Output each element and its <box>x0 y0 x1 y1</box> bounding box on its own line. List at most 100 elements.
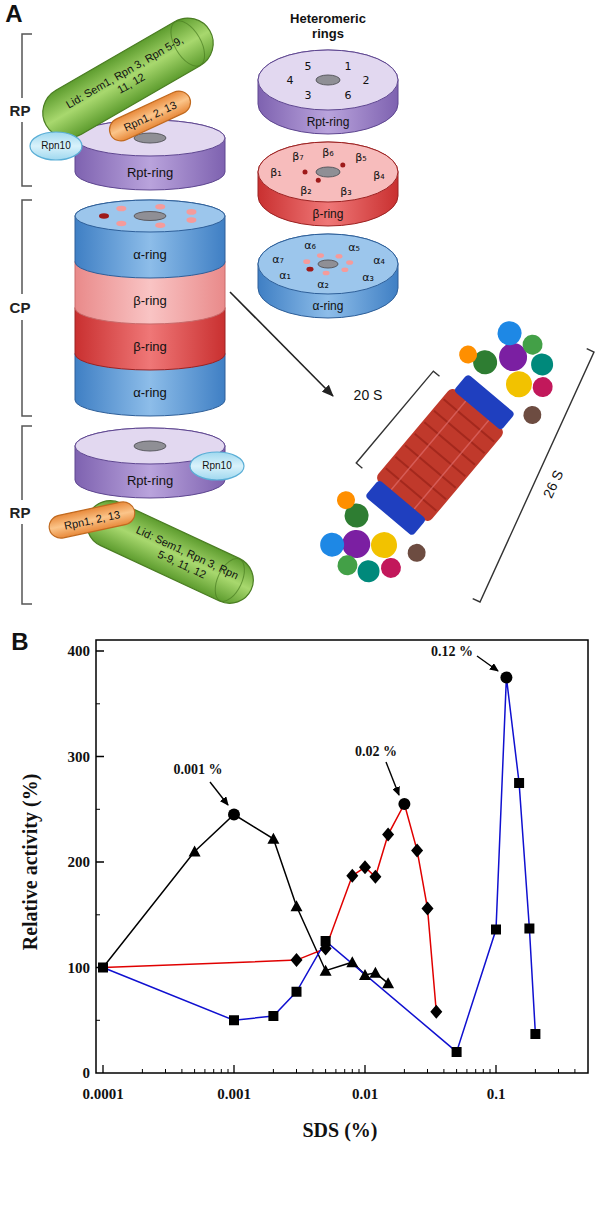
ring-side <box>258 50 398 134</box>
figure-label: β₂ <box>300 184 311 197</box>
ring-top-face <box>75 200 225 232</box>
annotation-arrow <box>386 762 399 795</box>
rpn10-subunit: Rpn10 <box>190 452 244 480</box>
26s-bracket <box>473 349 594 602</box>
subunit-dot <box>346 260 353 265</box>
node-label: β-ring <box>79 293 221 309</box>
figure-label: 3 <box>305 89 312 102</box>
ring-pore <box>134 441 166 451</box>
alpha-ring: α-ring <box>75 200 225 278</box>
ring-top-face <box>258 142 398 202</box>
subunit-outline <box>106 87 195 145</box>
figure-label: 0 <box>83 1065 91 1082</box>
figure-label: α₅ <box>348 241 360 254</box>
figure-label: β₇ <box>292 150 303 163</box>
subunit-outline <box>30 132 82 160</box>
figure-label: α₇ <box>272 253 284 266</box>
subunit-dot <box>316 178 321 183</box>
ring-side <box>75 120 225 190</box>
annotation-arrow <box>477 656 498 671</box>
y-minor-ticks <box>96 704 100 1021</box>
figure-label: Relative activity (%) <box>19 774 42 951</box>
figure-label: α₁ <box>279 269 291 282</box>
node-label: β-ring <box>262 207 394 221</box>
alpha-ring-structure <box>365 480 427 537</box>
figure-label: α₂ <box>317 278 329 291</box>
subunit-dot <box>116 221 126 227</box>
x-major-ticks <box>103 1065 496 1073</box>
ring-top-face <box>258 50 398 110</box>
figure-label: CP <box>10 299 31 316</box>
core-texture <box>391 401 489 509</box>
20s-bracket <box>356 371 439 468</box>
figure-label: α₄ <box>373 254 385 267</box>
subunit-dot <box>317 253 324 258</box>
figure-label: 26 S <box>540 468 567 501</box>
figure-label: 0.1 <box>487 1086 506 1103</box>
diamond-markers <box>291 828 443 1019</box>
rpn10-subunit: Rpn10 <box>30 132 82 160</box>
figure-label: SDS (%) <box>302 1119 377 1142</box>
subunit-outline <box>190 452 244 480</box>
figure-label: 2 <box>363 74 370 87</box>
rpt-ring: Rpt-ring <box>258 50 398 134</box>
figure-label: 300 <box>68 748 91 765</box>
subunit-dot <box>155 204 165 210</box>
figure-label: RP <box>10 504 31 521</box>
figure-label: 20 S <box>354 387 383 403</box>
subunit-dot <box>340 163 345 168</box>
figure-label: 100 <box>68 959 91 976</box>
peak-marker <box>228 809 240 821</box>
figure-label: 200 <box>68 854 91 871</box>
figure-label: 6 <box>345 89 352 102</box>
x-minor-ticks <box>142 1069 575 1073</box>
rp-subunit <box>518 331 546 359</box>
node-label: Rpt-ring <box>262 115 394 129</box>
subunit-dot <box>186 209 196 215</box>
node-label: Rpn10 <box>196 460 238 472</box>
figure-label: 0.001 <box>217 1086 251 1103</box>
node-label: β-ring <box>79 339 221 355</box>
ring-top-face <box>258 234 398 294</box>
figure-label: β₄ <box>373 169 384 182</box>
subunit-dot <box>186 217 196 223</box>
alpha-ring-structure <box>454 374 516 431</box>
rp-subunit <box>520 402 545 427</box>
ring-side <box>258 234 398 318</box>
figure-label: β₅ <box>355 151 366 164</box>
rp-subunit <box>333 551 361 579</box>
figure-label: 400 <box>68 643 91 660</box>
rp-subunit <box>404 540 429 565</box>
plot-frame <box>96 640 588 1073</box>
rpt-ring: Rpt-ring <box>75 120 225 190</box>
subunit-dot <box>303 170 308 175</box>
figure-label: RP <box>10 102 31 119</box>
peak-marker <box>398 798 410 810</box>
blue-series-line <box>103 677 535 1052</box>
figure-label: 0.001 % <box>174 762 223 778</box>
node-label: α-ring <box>262 299 394 313</box>
alpha-ring: α-ring <box>258 234 398 318</box>
ring-side <box>258 142 398 226</box>
rp-subunit <box>493 316 527 350</box>
ring-shape <box>75 200 225 278</box>
rp-subunit <box>501 366 538 403</box>
ring-side <box>75 200 225 278</box>
figure-label: 0.02 % <box>355 744 397 760</box>
figure-label: 5 <box>305 60 312 73</box>
figure-label: 0.01 <box>352 1086 378 1103</box>
node-label: α-ring <box>79 385 221 401</box>
figure-label: B <box>11 628 28 656</box>
rp-subunit <box>377 554 405 582</box>
figure-label: β₆ <box>322 146 333 159</box>
peak-marker <box>500 671 512 683</box>
proteasome-structure <box>296 299 581 608</box>
square-markers <box>98 778 540 1057</box>
ring-pore <box>316 167 340 177</box>
rp-subunit <box>333 487 358 512</box>
node-label: Rpt-ring <box>79 165 221 181</box>
subunit-outline <box>47 500 137 541</box>
rp-subunit <box>366 527 403 564</box>
node-label: α-ring <box>79 247 221 263</box>
